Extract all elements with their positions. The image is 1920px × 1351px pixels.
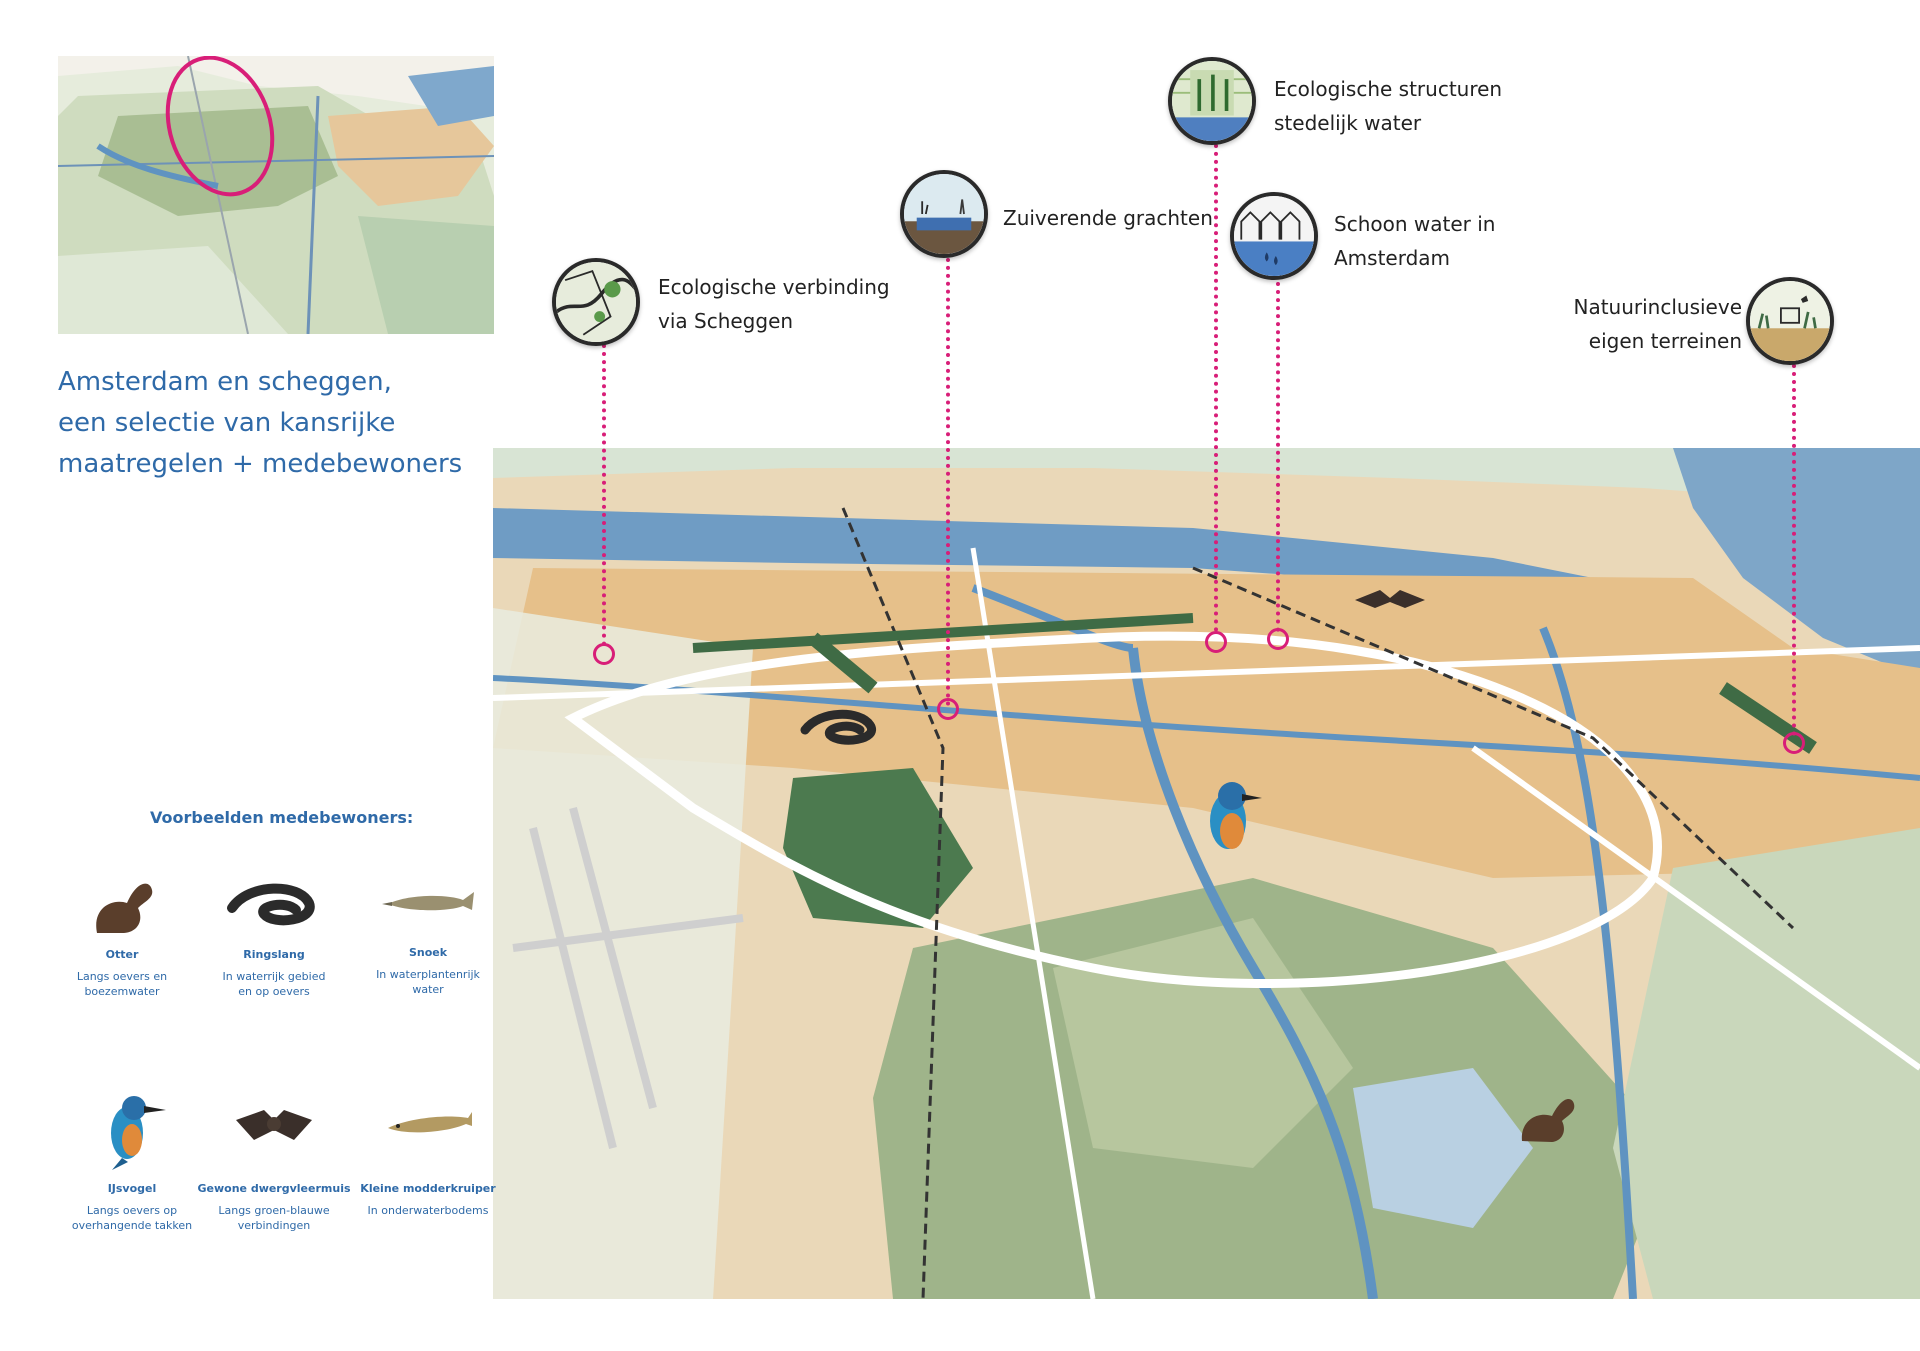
map-marker-clean-water[interactable] bbox=[1267, 628, 1289, 650]
urban-water-structure-icon bbox=[1168, 57, 1256, 145]
leader-line-purifying-canals bbox=[946, 258, 950, 706]
measure-label-ecological-connection: Ecologische verbinding via Scheggen bbox=[658, 270, 890, 338]
species-name: IJsvogel bbox=[107, 1182, 157, 1195]
nature-inclusive-grounds-icon bbox=[1746, 277, 1834, 365]
species-name: Otter bbox=[105, 948, 139, 961]
measure-label-nature-inclusive: Natuurinclusieve eigen terreinen bbox=[1566, 290, 1742, 358]
otter-icon bbox=[72, 868, 172, 938]
measure-label-line-1: Ecologische structuren bbox=[1274, 77, 1503, 101]
species-name: Gewone dwergvleermuis bbox=[197, 1182, 351, 1195]
title-line-2: een selectie van kansrijke bbox=[58, 408, 396, 438]
measure-label-line-2: eigen terreinen bbox=[1588, 329, 1742, 353]
map-marker-nature-inclusive[interactable] bbox=[1783, 732, 1805, 754]
species-desc: In onderwaterbodems bbox=[367, 1204, 489, 1217]
measure-label-line-2: Amsterdam bbox=[1334, 246, 1451, 270]
pike-icon bbox=[378, 866, 478, 936]
species-weatherfish: Kleine modderkruiper In onderwaterbodems bbox=[348, 1078, 508, 1218]
leader-line-urban-water-structures bbox=[1214, 144, 1218, 632]
ecological-connection-icon bbox=[552, 258, 640, 346]
map-marker-ecological-connection[interactable] bbox=[593, 643, 615, 665]
grass-snake-map-figure bbox=[800, 700, 890, 750]
pipistrelle-bat-icon bbox=[224, 1090, 324, 1172]
species-pipistrelle-bat: Gewone dwergvleermuis Langs groen-blauwe… bbox=[194, 1090, 354, 1233]
species-name: Kleine modderkruiper bbox=[360, 1182, 496, 1195]
otter-map-figure bbox=[1512, 1086, 1582, 1146]
map-marker-urban-water-structures[interactable] bbox=[1205, 631, 1227, 653]
measure-label-line-2: stedelijk water bbox=[1274, 111, 1422, 135]
measure-label-line-1: Natuurinclusieve bbox=[1573, 295, 1742, 319]
species-name: Snoek bbox=[408, 946, 448, 959]
amsterdam-main-map bbox=[493, 448, 1920, 1299]
clean-water-icon bbox=[1230, 192, 1318, 280]
measure-label-urban-water-structures: Ecologische structuren stedelijk water bbox=[1274, 72, 1502, 140]
measure-label-line-1: Schoon water in bbox=[1334, 212, 1496, 236]
measure-label-purifying-canals: Zuiverende grachten bbox=[1003, 201, 1213, 235]
measure-label-line-2: via Scheggen bbox=[658, 309, 794, 333]
leader-line-nature-inclusive bbox=[1792, 364, 1796, 736]
kingfisher-icon bbox=[82, 1088, 182, 1172]
measure-label-line-1: Ecologische verbinding bbox=[658, 275, 890, 299]
map-marker-purifying-canals[interactable] bbox=[937, 698, 959, 720]
bat-map-figure bbox=[1355, 580, 1425, 620]
page-title: Amsterdam en scheggen, een selectie van … bbox=[58, 362, 478, 485]
purifying-canal-icon bbox=[900, 170, 988, 258]
leader-line-clean-water bbox=[1276, 282, 1280, 632]
measure-label-clean-water: Schoon water in Amsterdam bbox=[1334, 207, 1495, 275]
kingfisher-map-figure bbox=[1192, 776, 1264, 871]
grass-snake-icon bbox=[224, 868, 324, 938]
overview-inset-map bbox=[58, 56, 494, 334]
weatherfish-icon bbox=[378, 1078, 478, 1172]
species-name: Ringslang bbox=[243, 948, 305, 961]
species-legend-title: Voorbeelden medebewoners: bbox=[150, 808, 414, 827]
title-line-3: maatregelen + medebewoners bbox=[58, 449, 463, 479]
measure-label-line-1: Zuiverende grachten bbox=[1003, 206, 1213, 230]
leader-line-ecological-connection bbox=[602, 344, 606, 646]
title-line-1: Amsterdam en scheggen, bbox=[58, 367, 392, 397]
